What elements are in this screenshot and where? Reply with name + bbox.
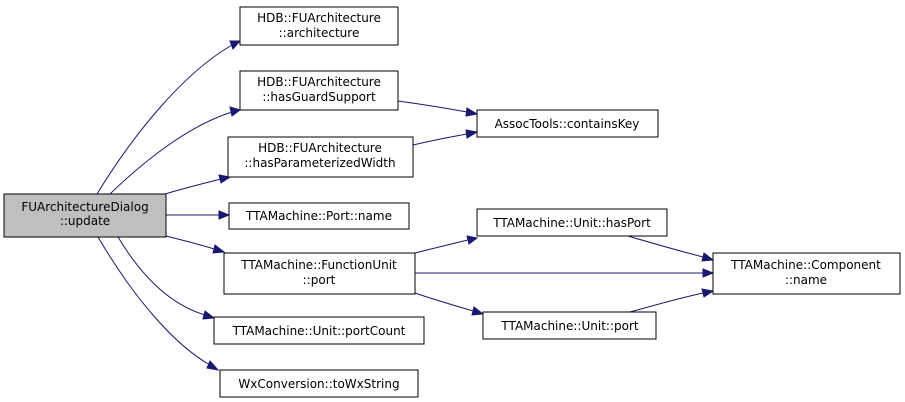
edge-update-to-towxstring <box>97 236 220 371</box>
node-layer: FUArchitectureDialog ::update HDB::FUArc… <box>3 6 901 398</box>
node-hdb-fuarchitecture-hasparameterizedwidth[interactable]: HDB::FUArchitecture ::hasParameterizedWi… <box>227 136 414 178</box>
node-label: TTAMachine::Port::name <box>245 209 392 223</box>
node-label-line2: ::name <box>785 273 827 287</box>
node-label: TTAMachine::Unit::portCount <box>232 324 406 338</box>
node-ttamachine-port-name[interactable]: TTAMachine::Port::name <box>228 202 410 230</box>
node-ttamachine-unit-port[interactable]: TTAMachine::Unit::port <box>482 311 657 340</box>
edge-update-to-port-name <box>166 210 231 220</box>
edge-hasguardsupport-to-containskey <box>397 100 479 117</box>
edge-unit-port-to-component-name <box>629 288 715 313</box>
edge-layer <box>96 40 715 371</box>
node-label-line1: FUArchitectureDialog <box>21 200 148 214</box>
node-label-line2: ::update <box>60 214 110 228</box>
edge-update-to-hasguardsupport <box>109 106 242 195</box>
node-label-line2: ::architecture <box>279 26 360 40</box>
node-label-line1: TTAMachine::FunctionUnit <box>240 258 397 272</box>
edge-update-to-architecture <box>96 40 242 195</box>
node-hdb-fuarchitecture-hasguardsupport[interactable]: HDB::FUArchitecture ::hasGuardSupport <box>239 70 399 111</box>
edge-functionunit-port-to-hasport <box>414 235 479 254</box>
node-label: TTAMachine::Unit::port <box>500 319 638 333</box>
node-label-line2: ::port <box>303 273 336 287</box>
node-label-line1: HDB::FUArchitecture <box>258 141 382 155</box>
node-fuarchitecturedialog-update[interactable]: FUArchitectureDialog ::update <box>3 193 167 238</box>
node-label-line2: ::hasGuardSupport <box>262 90 376 104</box>
edge-update-to-portcount <box>117 236 216 320</box>
edge-hasport-to-component-name <box>627 235 715 262</box>
edge-update-to-hasparameterizedwidth <box>164 174 232 195</box>
node-ttamachine-unit-portcount[interactable]: TTAMachine::Unit::portCount <box>213 316 425 345</box>
node-label-line2: ::hasParameterizedWidth <box>244 156 395 170</box>
node-ttamachine-unit-hasport[interactable]: TTAMachine::Unit::hasPort <box>476 208 668 237</box>
node-label: WxConversion::toWxString <box>238 377 399 391</box>
edge-update-to-functionunit-port <box>165 235 226 254</box>
edge-hasparameterizedwidth-to-containskey <box>412 129 479 146</box>
node-label: TTAMachine::Unit::hasPort <box>492 216 651 230</box>
node-label: AssocTools::containsKey <box>495 117 640 131</box>
edge-functionunit-port-to-unit-port <box>414 292 485 316</box>
node-wxconversion-towxstring[interactable]: WxConversion::toWxString <box>219 369 419 398</box>
node-label-line1: HDB::FUArchitecture <box>257 75 381 89</box>
node-label-line1: HDB::FUArchitecture <box>257 11 381 25</box>
node-ttamachine-component-name[interactable]: TTAMachine::Component ::name <box>712 252 901 295</box>
node-assoctools-containskey[interactable]: AssocTools::containsKey <box>476 109 659 138</box>
node-label-line1: TTAMachine::Component <box>730 258 881 272</box>
node-hdb-fuarchitecture-architecture[interactable]: HDB::FUArchitecture ::architecture <box>239 6 399 46</box>
node-ttamachine-functionunit-port[interactable]: TTAMachine::FunctionUnit ::port <box>223 252 416 295</box>
edge-functionunit-port-to-component-name <box>415 268 715 278</box>
